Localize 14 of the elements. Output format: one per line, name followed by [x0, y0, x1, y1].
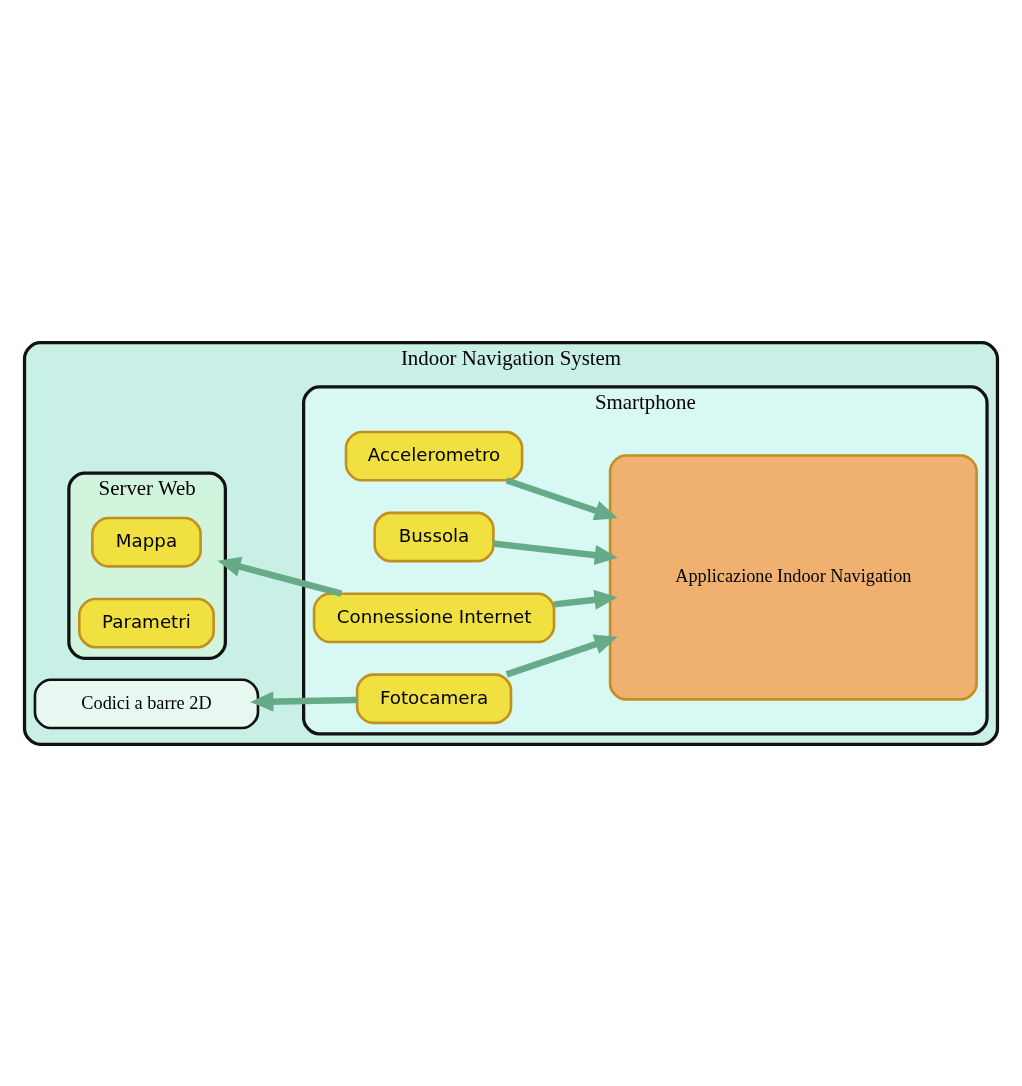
arrow [505, 634, 618, 678]
node-box: Fotocamera [355, 672, 513, 724]
arrow [217, 556, 343, 597]
node-box: Codici a barre 2D [33, 678, 260, 729]
arrow [505, 476, 618, 520]
node-box: Connessione Internet [312, 591, 556, 643]
arrow [250, 691, 358, 712]
node-box: Accelerometro [344, 430, 524, 482]
node-box: Parametri [78, 597, 215, 648]
node-box: Bussola [373, 511, 495, 562]
node-box: Mappa [91, 516, 202, 568]
node-box: Applicazione Indoor Navigation [608, 453, 978, 701]
arrow [553, 589, 618, 610]
arrow [493, 539, 618, 565]
